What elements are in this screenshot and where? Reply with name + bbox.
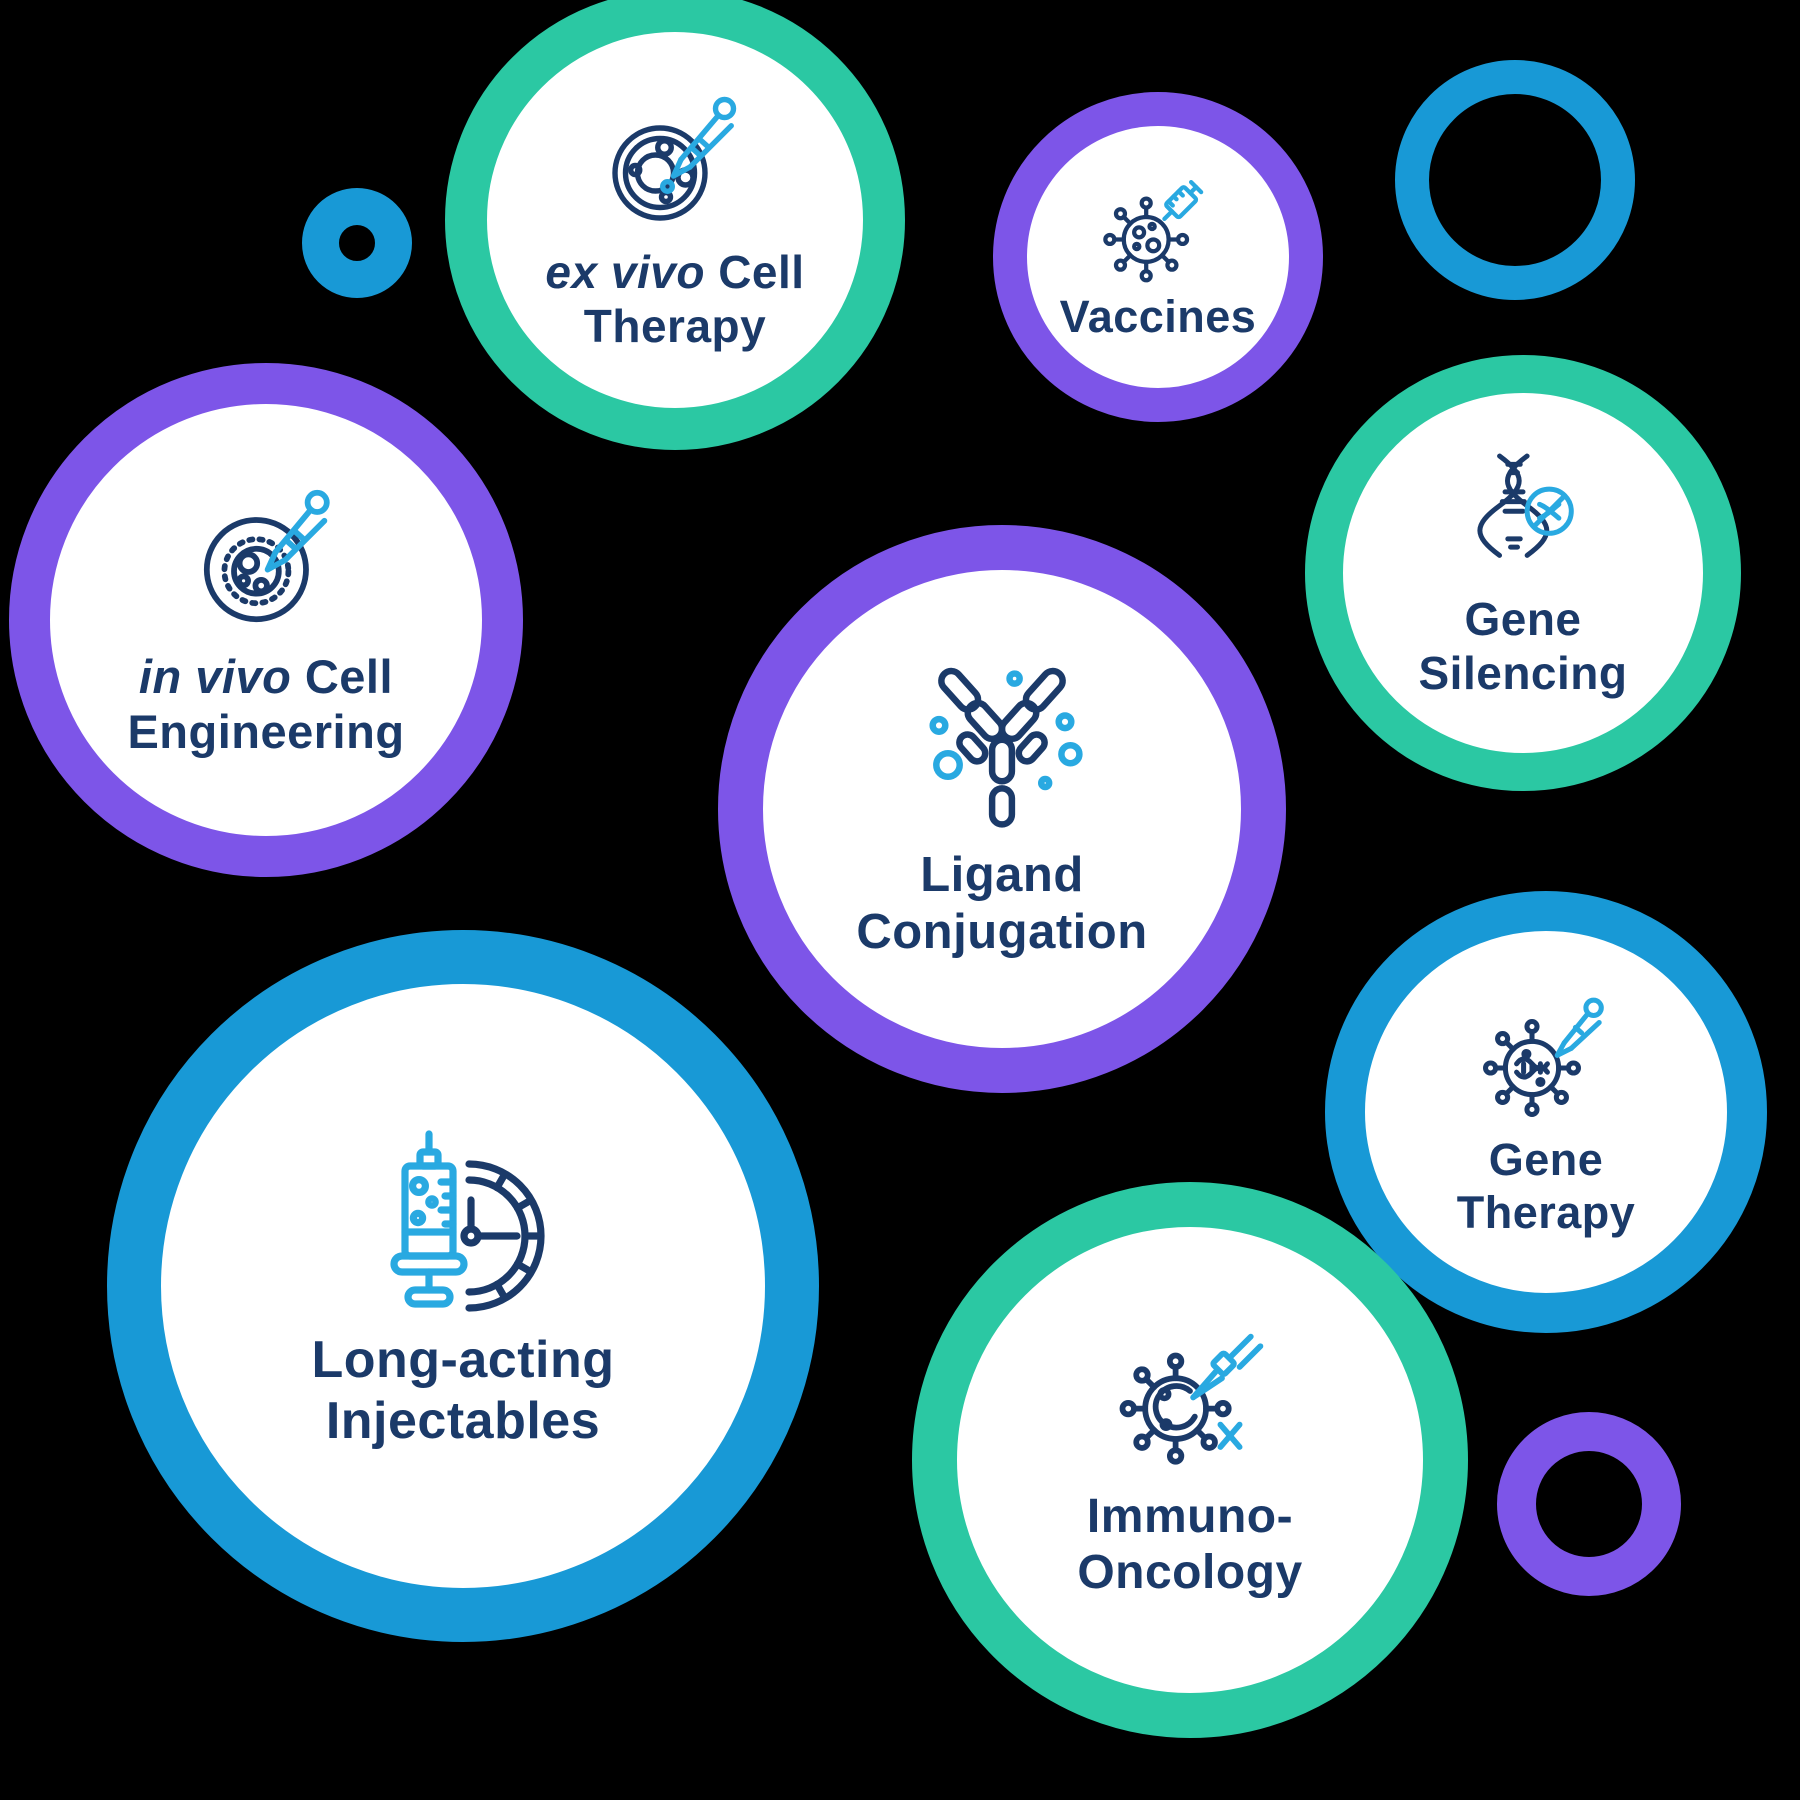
bubble-gene-therapy: Gene Therapy [1325, 891, 1767, 1333]
immune-cell-antibody-icon [1119, 1333, 1264, 1465]
bubble-immuno-oncology: Immuno- Oncology [912, 1182, 1468, 1738]
bubble-ligand-conjugation: Ligand Conjugation [718, 525, 1286, 1093]
petri-dish-dropper-icon [612, 96, 737, 221]
bubble-long-acting-injectables: Long-acting Injectables [107, 930, 819, 1642]
bubble-label: Gene Therapy [1456, 1134, 1636, 1238]
bubble-gene-silencing: Gene Silencing [1305, 355, 1741, 791]
antibody-icon [929, 667, 1083, 828]
small-blue-donut-decoration [302, 188, 412, 298]
bubble-vaccines: Vaccines [993, 92, 1323, 422]
virus-dropper-icon [1482, 997, 1604, 1118]
bubble-label: in vivo Cell Engineering [127, 650, 405, 758]
bubble-in-vivo-cell-engineering: in vivo Cell Engineering [9, 363, 523, 877]
bubble-label: Long-acting Injectables [311, 1331, 615, 1450]
dna-silencing-icon [1477, 453, 1574, 559]
bubble-label: ex vivo Cell Therapy [545, 246, 805, 352]
syringe-clock-icon [390, 1130, 545, 1312]
bubble-label: Immuno- Oncology [1077, 1489, 1303, 1599]
bubble-label: Ligand Conjugation [856, 847, 1148, 959]
cell-dropper-icon [203, 489, 330, 623]
blue-ring-decoration [1395, 60, 1635, 300]
virus-syringe-icon [1103, 179, 1204, 283]
bubble-label: Vaccines [1059, 290, 1257, 342]
purple-ring-decoration [1497, 1412, 1681, 1596]
bubble-ex-vivo-cell-therapy: ex vivo Cell Therapy [445, 0, 905, 450]
bubble-label: Gene Silencing [1418, 593, 1628, 699]
